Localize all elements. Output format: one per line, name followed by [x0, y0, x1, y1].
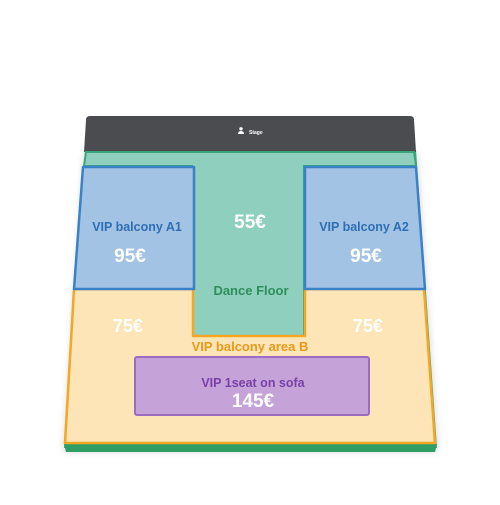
vip-balcony-a2-price: 95€: [350, 246, 382, 267]
vip-sofa-name: VIP 1seat on sofa: [201, 376, 305, 390]
floor-base-edge: [64, 444, 437, 452]
section-vip-sofa[interactable]: VIP 1seat on sofa 145€: [134, 356, 370, 416]
stage-block: [84, 116, 416, 152]
vip-balcony-a1-shape: [72, 165, 196, 291]
vip-sofa-price: 145€: [232, 391, 275, 412]
vip-balcony-area-b-name: VIP balcony area B: [192, 339, 309, 354]
vip-sofa-shape: [134, 356, 370, 416]
vip-balcony-area-b-price-left: 75€: [113, 316, 143, 336]
vip-balcony-a1-name: VIP balcony A1: [92, 220, 182, 234]
stage[interactable]: Stage: [84, 116, 416, 152]
section-vip-balcony-a1[interactable]: VIP balcony A1 95€: [72, 165, 196, 291]
dance-floor-name: Dance Floor: [213, 283, 288, 298]
dance-floor-price: 55€: [234, 212, 266, 233]
vip-balcony-a1-price: 95€: [114, 246, 146, 267]
vip-balcony-a2-shape: [303, 165, 427, 291]
section-vip-balcony-a2[interactable]: VIP balcony A2 95€: [303, 165, 427, 291]
stage-label: Stage: [249, 130, 263, 136]
vip-balcony-a2-name: VIP balcony A2: [319, 220, 409, 234]
vip-balcony-area-b-price-right: 75€: [353, 316, 383, 336]
person-icon: [238, 127, 244, 134]
